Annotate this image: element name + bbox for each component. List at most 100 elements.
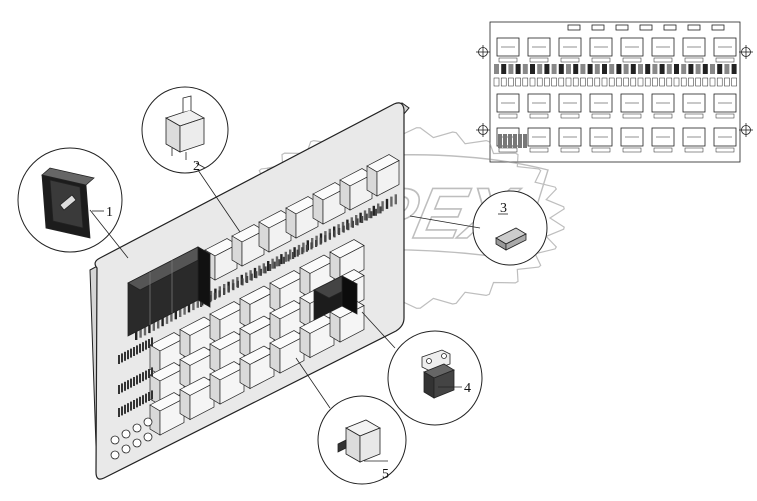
schematic-fuse-slot: [580, 77, 586, 87]
board-fuse: [342, 225, 345, 233]
board-fuse: [310, 242, 313, 250]
schematic-relay-cell: [496, 93, 520, 113]
relay-front: [159, 397, 185, 436]
board-fuse: [170, 311, 173, 322]
schematic-fuse: [602, 64, 607, 74]
connector-pin: [139, 396, 141, 406]
board-relay: [149, 392, 185, 436]
schematic-cell-tag: [560, 113, 580, 119]
board-fuse: [241, 278, 244, 286]
board-fuse: [273, 261, 276, 269]
schematic-tab: [567, 24, 581, 31]
board-fuse: [223, 288, 226, 295]
callout-3: 3: [500, 201, 507, 216]
board-fuse: [289, 249, 292, 260]
schematic-relay-cell: [713, 127, 737, 147]
board-fuse: [157, 318, 160, 329]
schematic-fuse-slot: [724, 77, 730, 87]
board-relay: [285, 196, 319, 239]
board-fuse: [293, 247, 296, 258]
schematic-cell-tag: [715, 113, 735, 119]
connector-pin: [148, 339, 150, 348]
schematic-fuse: [594, 64, 600, 74]
schematic-fuse-slot: [544, 77, 550, 87]
board-fuse: [271, 258, 274, 269]
board-relay-array: [149, 154, 400, 436]
schematic-relay-cell: [527, 127, 551, 147]
connector-pin: [130, 348, 132, 358]
schematic-fuse-slot: [695, 77, 701, 87]
board-fuse: [361, 216, 364, 223]
board-fuse-strip: [135, 194, 397, 340]
board-fuse: [287, 254, 290, 262]
board-fuse: [275, 256, 279, 267]
schematic-fuse-slot: [616, 77, 622, 87]
schematic-fuse: [558, 64, 564, 74]
board-fuse: [368, 208, 371, 219]
connector-pin: [130, 401, 132, 411]
board-fuse: [187, 302, 191, 313]
schematic-relay-cell: [682, 127, 706, 147]
schematic-fuse-slot: [731, 77, 737, 87]
schematic-fuse-slot: [652, 77, 658, 87]
board-fuse: [258, 265, 261, 276]
board-fuse: [359, 212, 362, 223]
board-fuse: [370, 211, 373, 219]
schematic-relay-cell: [496, 37, 520, 57]
schematic-fuse: [498, 134, 502, 148]
board-fuse: [143, 325, 147, 336]
board-relay: [239, 285, 275, 330]
board-relay: [209, 361, 245, 405]
board-fuse: [394, 194, 397, 205]
schematic-cell-tag: [560, 57, 580, 63]
schematic-relay-cell: [589, 127, 613, 147]
schematic-fuse: [551, 64, 557, 74]
schematic-cell-tag: [498, 57, 518, 63]
schematic-relay-cell: [620, 93, 644, 113]
connector-pin: [118, 408, 120, 417]
board-fuse: [338, 228, 341, 235]
schematic-fuse-slot: [644, 77, 651, 87]
board-fuse: [372, 205, 375, 216]
connector-pin: [136, 398, 138, 408]
schematic-cell-tag: [591, 57, 611, 63]
connector-pin: [151, 390, 153, 400]
relay-front: [189, 382, 215, 421]
schematic-fuse-slot: [508, 77, 514, 87]
schematic-fuse: [573, 64, 579, 74]
board-fuse: [227, 285, 230, 293]
schematic-relay-cell: [558, 127, 582, 147]
schematic-cell-tag: [591, 113, 611, 119]
board-fuse: [365, 213, 368, 221]
dark-relay-block: [127, 246, 211, 337]
connector-pin: [121, 406, 123, 416]
relay-front: [376, 159, 400, 197]
schematic-cell-tag: [591, 147, 611, 153]
schematic-cell-tag: [560, 147, 580, 153]
board-relay: [366, 154, 400, 197]
schematic-fuse-slot: [659, 77, 665, 87]
leader-line-4: [361, 311, 396, 349]
schematic-fuse: [666, 64, 672, 74]
schematic-relay-cell: [558, 37, 582, 57]
schematic-cell-tag: [684, 57, 704, 63]
schematic-relay-cell: [620, 37, 644, 57]
connector-pin: [133, 347, 135, 356]
connector-pin: [127, 350, 129, 360]
connector-pin: [124, 351, 126, 361]
connector-pin: [139, 343, 141, 353]
schematic-relay-cell: [682, 93, 706, 113]
connector-pin: [136, 375, 138, 385]
connector-pin: [148, 369, 150, 378]
board-relay: [269, 300, 305, 344]
detail-circle-5: [295, 357, 407, 485]
board-fuse: [385, 198, 389, 209]
schematic-fuse: [609, 64, 615, 74]
schematic-cell-tag: [653, 147, 673, 153]
connector-pin: [127, 403, 129, 413]
board-fuse: [135, 330, 138, 340]
schematic-fuse-slot: [702, 77, 709, 87]
schematic-cell-tag: [684, 113, 704, 119]
flanged-relay-part: [421, 349, 455, 399]
small-fuse-part: [495, 227, 527, 251]
